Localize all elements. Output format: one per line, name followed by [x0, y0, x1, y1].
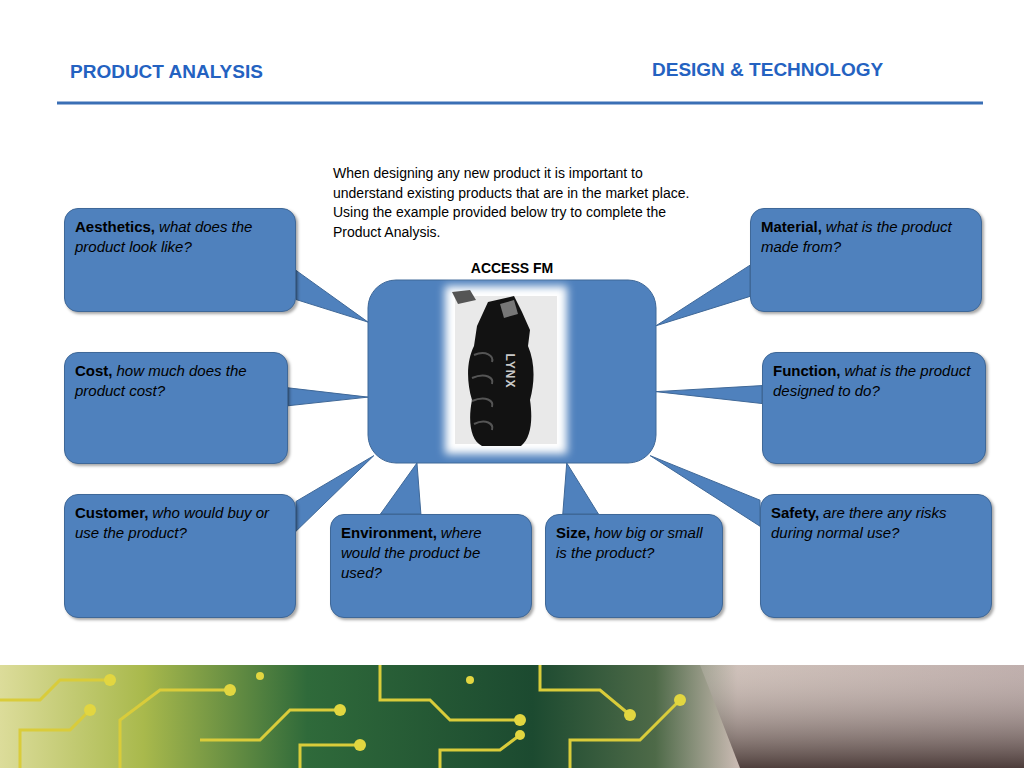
criterion-heading: Function,	[773, 362, 841, 379]
speech-tail	[381, 463, 421, 514]
pad	[354, 739, 366, 751]
speech-tail	[296, 270, 368, 322]
pad	[104, 674, 116, 686]
criterion-heading: Size,	[556, 524, 590, 541]
criterion-heading: Aesthetics,	[75, 218, 155, 235]
photo-glow	[445, 286, 567, 454]
page-title: PRODUCT ANALYSIS	[70, 61, 263, 83]
trace	[0, 680, 110, 700]
pad	[84, 704, 96, 716]
speech-bubble: Function,what is the product designed to…	[762, 352, 986, 464]
brand-mark: LYNX	[503, 354, 517, 389]
header-rule	[57, 102, 983, 105]
trace	[570, 700, 680, 768]
speech-bubble: Material,what is the product made from?	[750, 208, 982, 312]
speech-tail	[656, 265, 750, 326]
speech-bubble: Aesthetics,what does the product look li…	[64, 208, 296, 312]
trace	[540, 665, 630, 715]
pad	[514, 714, 526, 726]
trace	[200, 710, 340, 740]
trace	[300, 745, 360, 768]
pad	[466, 676, 474, 684]
circuit-traces	[0, 665, 680, 768]
pad	[674, 694, 686, 706]
trace	[120, 690, 230, 768]
pad	[515, 730, 525, 740]
circuit-band	[0, 665, 1024, 768]
speech-bubble: Customer,who would buy or use the produc…	[64, 494, 296, 618]
speech-bubble: Safety,are there any risks during normal…	[760, 494, 992, 618]
pad	[256, 672, 264, 680]
trace	[20, 710, 90, 768]
grip-ridge	[472, 399, 492, 407]
criterion-heading: Material,	[761, 218, 822, 235]
grip-ridge	[472, 376, 492, 384]
subject-heading: DESIGN & TECHNOLOGY	[652, 59, 883, 81]
pad	[624, 709, 636, 721]
intro-note: When designing any new product it is imp…	[333, 164, 695, 242]
product-panel	[368, 280, 656, 463]
grip-ridge	[474, 353, 492, 362]
nozzle	[500, 300, 518, 318]
trace	[380, 665, 520, 720]
pad	[334, 704, 346, 716]
circuit-shade	[700, 665, 1024, 768]
product-name: ACCESS FM	[368, 260, 656, 276]
speech-tail	[288, 388, 368, 406]
grip-ridge	[474, 422, 492, 430]
speech-tail	[563, 463, 599, 514]
spray-cap	[452, 290, 476, 304]
spray-bottle	[468, 296, 533, 446]
pad	[224, 684, 236, 696]
criterion-heading: Environment,	[341, 524, 437, 541]
criterion-heading: Customer,	[75, 504, 148, 521]
speech-bubble: Size,how big or small is the product?	[545, 514, 723, 618]
speech-tail	[656, 386, 762, 404]
product-box: ACCESS FM	[368, 280, 656, 463]
criterion-heading: Cost,	[75, 362, 113, 379]
speech-bubble: Environment,where would the product be u…	[330, 514, 532, 618]
criterion-heading: Safety,	[771, 504, 819, 521]
circuit-pads	[84, 672, 686, 751]
speech-bubble: Cost,how much does the product cost?	[64, 352, 288, 464]
trace	[440, 735, 520, 768]
